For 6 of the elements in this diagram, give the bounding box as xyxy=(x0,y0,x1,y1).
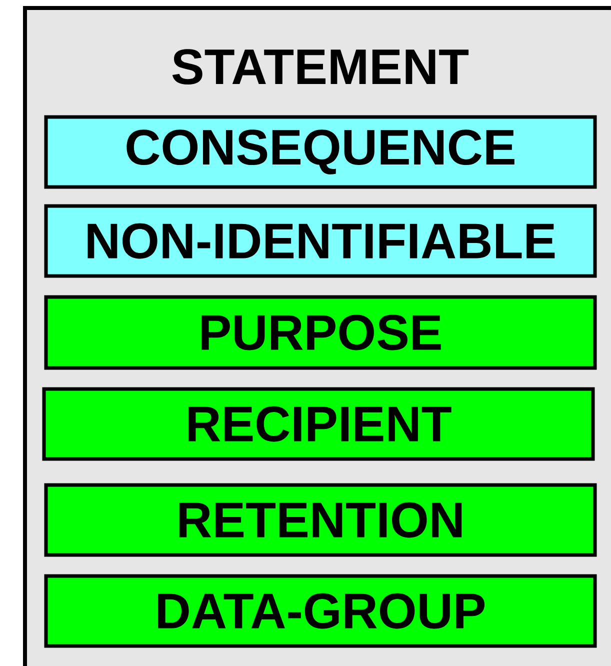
field-box: RETENTION xyxy=(44,483,597,557)
field-box: DATA-GROUP xyxy=(44,574,597,648)
field-box: NON-IDENTIFIABLE xyxy=(44,204,597,278)
field-box: CONSEQUENCE xyxy=(44,115,597,189)
field-box: RECIPIENT xyxy=(42,387,595,461)
field-box: PURPOSE xyxy=(44,295,597,370)
